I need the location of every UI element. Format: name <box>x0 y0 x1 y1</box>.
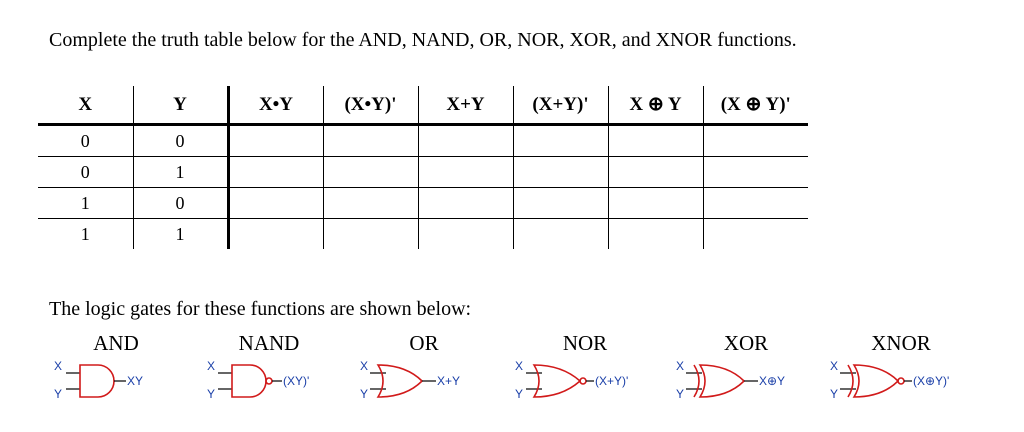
nand-input-x-label: X <box>207 359 215 373</box>
cell-y: 1 <box>133 218 230 249</box>
table-row: 1 1 <box>38 218 808 250</box>
table-row: 0 1 <box>38 156 808 188</box>
answer-cell-xnor[interactable] <box>703 124 808 157</box>
xor-gate-symbol: X Y X⊕Y <box>676 359 785 401</box>
answer-cell-xor[interactable] <box>608 156 704 188</box>
header-x: X <box>38 86 134 126</box>
gate-title-xor: XOR <box>723 331 769 355</box>
answer-cell-or[interactable] <box>418 124 514 157</box>
gate-title-nor: NOR <box>562 331 608 355</box>
gates-intro-text: The logic gates for these functions are … <box>49 298 472 320</box>
answer-cell-xor[interactable] <box>608 124 704 157</box>
answer-cell-nor[interactable] <box>513 218 609 249</box>
answer-cell-or[interactable] <box>418 156 514 188</box>
header-xnor: (X ⊕ Y)' <box>703 86 808 126</box>
gate-title-nand: NAND <box>238 331 300 355</box>
cell-y: 0 <box>133 187 230 219</box>
xnor-output-label: (X⊕Y)' <box>913 374 949 388</box>
and-input-x-label: X <box>54 359 62 373</box>
or-output-label: X+Y <box>437 374 460 388</box>
answer-cell-nand[interactable] <box>323 156 419 188</box>
answer-cell-or[interactable] <box>418 218 514 249</box>
cell-x: 0 <box>38 156 134 188</box>
gate-title-or: OR <box>409 331 439 355</box>
answer-cell-xnor[interactable] <box>703 187 808 219</box>
answer-cell-xor[interactable] <box>608 187 704 219</box>
and-input-y-label: Y <box>54 387 62 401</box>
nand-gate-symbol: X Y (XY)' <box>207 359 309 401</box>
truth-table: X Y X•Y (X•Y)' X+Y (X+Y)' X ⊕ Y (X ⊕ Y)'… <box>38 86 808 249</box>
answer-cell-and[interactable] <box>228 218 324 249</box>
table-row: 1 0 <box>38 187 808 219</box>
xnor-input-y-label: Y <box>830 387 838 401</box>
cell-x: 1 <box>38 218 134 249</box>
table-header-row: X Y X•Y (X•Y)' X+Y (X+Y)' X ⊕ Y (X ⊕ Y)' <box>38 86 808 126</box>
header-or: X+Y <box>418 86 514 126</box>
nand-output-label: (XY)' <box>283 374 309 388</box>
xor-input-x-label: X <box>676 359 684 373</box>
nor-input-y-label: Y <box>515 387 523 401</box>
header-nand: (X•Y)' <box>323 86 419 126</box>
header-nor: (X+Y)' <box>513 86 609 126</box>
and-output-label: XY <box>127 374 143 388</box>
answer-cell-nor[interactable] <box>513 124 609 157</box>
xor-output-label: X⊕Y <box>759 374 785 388</box>
answer-cell-nor[interactable] <box>513 187 609 219</box>
answer-cell-and[interactable] <box>228 156 324 188</box>
header-xor: X ⊕ Y <box>608 86 704 126</box>
gate-title-xnor: XNOR <box>871 331 931 355</box>
cell-x: 1 <box>38 187 134 219</box>
answer-cell-and[interactable] <box>228 187 324 219</box>
logic-gates-diagram: X Y XY X Y (XY)' X Y X+Y X Y (X+Y)' <box>54 359 949 401</box>
answer-cell-and[interactable] <box>228 124 324 157</box>
and-gate-symbol: X Y XY <box>54 359 143 401</box>
or-input-x-label: X <box>360 359 368 373</box>
gate-title-and: AND <box>93 331 139 355</box>
instruction-text: Complete the truth table below for the A… <box>49 29 797 51</box>
answer-cell-xor[interactable] <box>608 218 704 249</box>
xnor-gate-symbol: X Y (X⊕Y)' <box>830 359 949 401</box>
answer-cell-nand[interactable] <box>323 124 419 157</box>
xnor-input-x-label: X <box>830 359 838 373</box>
nor-output-label: (X+Y)' <box>595 374 628 388</box>
answer-cell-nor[interactable] <box>513 156 609 188</box>
table-row: 0 0 <box>38 124 808 157</box>
nor-input-x-label: X <box>515 359 523 373</box>
or-input-y-label: Y <box>360 387 368 401</box>
cell-y: 1 <box>133 156 230 188</box>
xor-input-y-label: Y <box>676 387 684 401</box>
cell-y: 0 <box>133 124 230 157</box>
answer-cell-nand[interactable] <box>323 218 419 249</box>
header-y: Y <box>133 86 230 126</box>
answer-cell-nand[interactable] <box>323 187 419 219</box>
nor-gate-symbol: X Y (X+Y)' <box>515 359 628 401</box>
header-and: X•Y <box>228 86 324 126</box>
answer-cell-or[interactable] <box>418 187 514 219</box>
answer-cell-xnor[interactable] <box>703 219 808 250</box>
or-gate-symbol: X Y X+Y <box>360 359 460 401</box>
nand-input-y-label: Y <box>207 387 215 401</box>
cell-x: 0 <box>38 124 134 157</box>
answer-cell-xnor[interactable] <box>703 156 808 188</box>
